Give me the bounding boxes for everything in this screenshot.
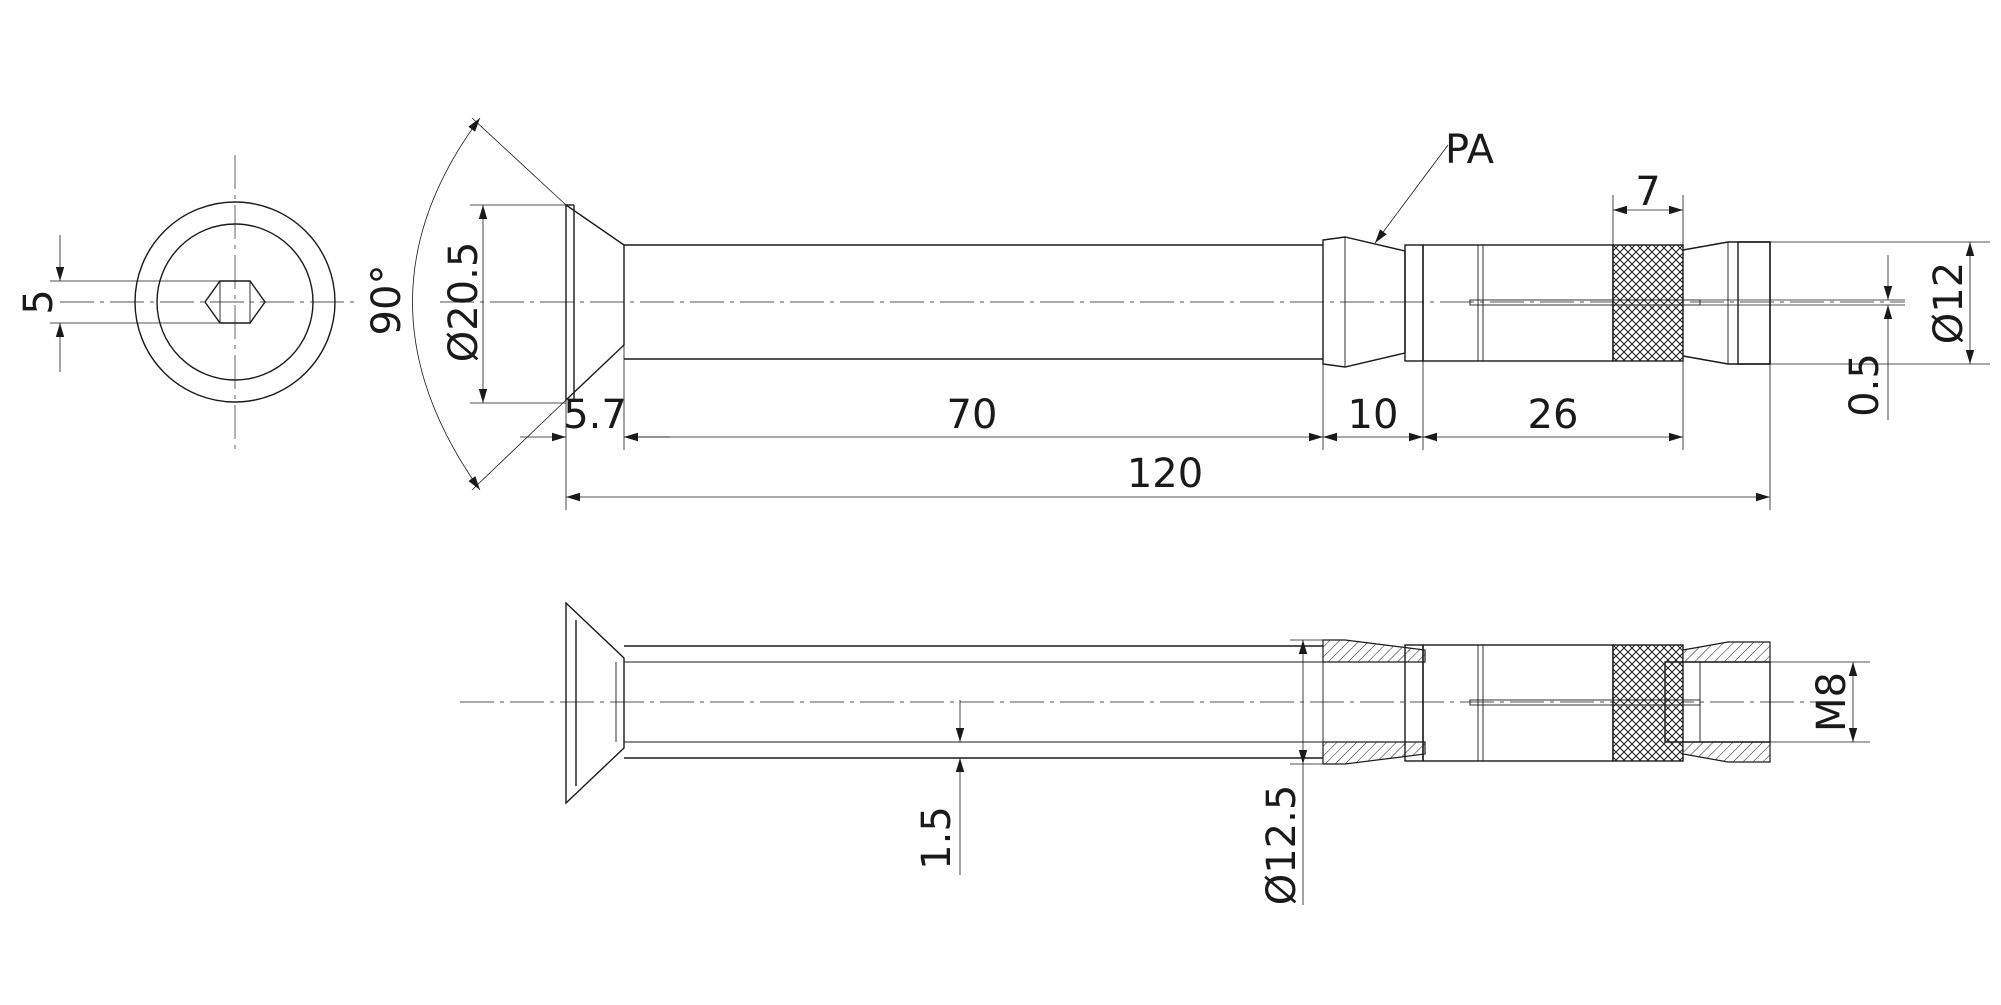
side-view-exterior (440, 203, 1905, 402)
knurl-band (1612, 244, 1684, 362)
tube-diameter-label: Ø12.5 (1259, 785, 1305, 906)
expansion-length-label: 26 (1528, 392, 1579, 438)
head-height-label: 5.7 (563, 392, 627, 438)
end-view: 5 (16, 155, 355, 455)
sleeve-diameter-label: Ø12 (1926, 262, 1972, 344)
hex-dimension-label: 5 (16, 289, 62, 314)
angle-label: 90° (364, 265, 410, 336)
top-dimensions: 90° Ø20.5 PA 7 Ø12 0.5 5.7 (364, 117, 1990, 510)
wall-thickness-label: 1.5 (914, 806, 960, 870)
thread-label: M8 (1809, 672, 1855, 732)
slot-width-label: 0.5 (1842, 353, 1888, 417)
material-label: PA (1445, 127, 1495, 173)
section-view: M8 1.5 Ø12.5 (460, 601, 1870, 906)
total-length-label: 120 (1127, 451, 1203, 497)
knurl-length-label: 7 (1635, 169, 1660, 215)
head-diameter-label: Ø20.5 (441, 242, 487, 363)
shank-length-label: 70 (947, 392, 998, 438)
cone-length-label: 10 (1348, 392, 1399, 438)
nut-section-bottom (1682, 741, 1771, 763)
cone-section-top (1322, 639, 1426, 663)
nut-section-top (1682, 641, 1771, 663)
